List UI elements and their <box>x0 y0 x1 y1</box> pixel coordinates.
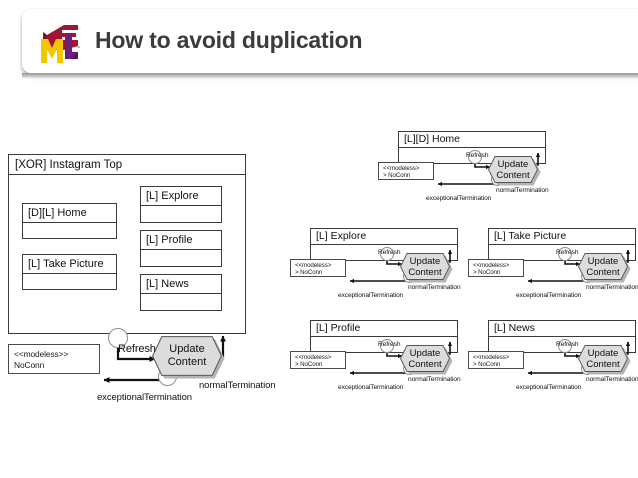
module-take-picture-title: [L] Take Picture <box>489 229 635 245</box>
module-home-port-refresh[interactable] <box>468 150 482 164</box>
xor-container-title: [XOR] Instagram Top <box>9 155 245 175</box>
hexagon-label: Update Content <box>488 156 538 183</box>
hexagon-label-line2: Content <box>167 356 207 368</box>
module-take-picture-label-normal: normalTermination <box>586 284 638 291</box>
module-news-label-refresh: Refresh <box>556 341 579 348</box>
module-home-title: [L][D] Home <box>399 132 545 148</box>
state-box-explore-title: [L] Explore <box>141 187 221 206</box>
module-news-label-normal: normalTermination <box>586 376 638 383</box>
module-profile-label-refresh: Refresh <box>378 341 401 348</box>
module-news-box[interactable]: [L] News <box>488 320 636 353</box>
module-profile-hexagon[interactable]: Update Content <box>400 345 453 375</box>
state-box-take-picture-title: [L] Take Picture <box>23 255 116 274</box>
module-explore-port-refresh[interactable] <box>380 247 394 261</box>
ml-logo-icon: ™ <box>34 19 82 67</box>
diagram-canvas: [XOR] Instagram Top [D][L] Home [L] Take… <box>0 78 638 478</box>
module-home-label-refresh: Refresh <box>466 152 489 159</box>
module-take-picture-label-exceptional: exceptionalTermination <box>516 292 582 299</box>
hexagon-label: Update Content <box>578 253 628 280</box>
hexagon-label: Update Content <box>578 345 628 372</box>
state-box-home-title: [D][L] Home <box>23 204 116 223</box>
hexagon-label-line1: Update <box>587 255 619 267</box>
hexagon-label-line1: Update <box>409 347 441 359</box>
module-profile-label-exceptional: exceptionalTermination <box>338 384 404 391</box>
module-explore-label-normal: normalTermination <box>408 284 461 291</box>
title-bar-underline <box>22 73 638 78</box>
module-profile-port-refresh[interactable] <box>380 339 394 353</box>
module-explore-hexagon[interactable]: Update Content <box>400 253 453 283</box>
state-box-profile-title: [L] Profile <box>141 231 221 250</box>
hexagon-label-line2: Content <box>496 169 530 181</box>
state-box-home[interactable]: [D][L] Home <box>22 203 117 239</box>
module-take-picture-port-refresh[interactable] <box>558 247 572 261</box>
module-take-picture-label-refresh: Refresh <box>556 249 579 256</box>
hexagon-label: Update Content <box>400 345 450 372</box>
module-explore-title: [L] Explore <box>311 229 457 245</box>
label-exceptional-termination-main: exceptionalTermination <box>97 392 192 403</box>
note-modeless-noconn-main: <<modeless>> NoConn <box>8 344 100 374</box>
module-news-hexagon[interactable]: Update Content <box>578 345 631 375</box>
state-box-take-picture[interactable]: [L] Take Picture <box>22 254 117 290</box>
state-box-news[interactable]: [L] News <box>140 274 222 311</box>
module-explore-note: <<modeless> > NoConn <box>290 259 346 277</box>
module-profile: [L] Profile <<modeless> > NoConn Update … <box>290 320 550 398</box>
hexagon-label-line1: Update <box>587 347 619 359</box>
module-explore-label-refresh: Refresh <box>378 249 401 256</box>
ml-logo-svg: ™ <box>41 25 80 63</box>
hexagon-label-line2: Content <box>586 358 620 370</box>
state-box-news-title: [L] News <box>141 275 221 294</box>
hexagon-label: Update Content <box>152 336 222 376</box>
module-explore-label-exceptional: exceptionalTermination <box>338 292 404 299</box>
module-news-port-refresh[interactable] <box>558 339 572 353</box>
hexagon-update-content-main[interactable]: Update Content <box>152 336 225 379</box>
module-take-picture: [L] Take Picture <<modeless> > NoConn Up… <box>468 228 638 306</box>
module-news: [L] News <<modeless> > NoConn Update Con… <box>468 320 638 398</box>
svg-text:™: ™ <box>76 45 80 50</box>
hexagon-label-line1: Update <box>497 158 529 170</box>
module-take-picture-note: <<modeless> > NoConn <box>468 259 524 277</box>
page-title: How to avoid duplication <box>95 27 363 53</box>
label-refresh-main: Refresh <box>118 343 156 355</box>
module-take-picture-hexagon[interactable]: Update Content <box>578 253 631 283</box>
hexagon-label-line2: Content <box>408 358 442 370</box>
module-news-title: [L] News <box>489 321 635 337</box>
hexagon-label-line2: Content <box>586 266 620 278</box>
main-diagram-wires <box>103 335 226 383</box>
module-home-label-exceptional: exceptionalTermination <box>426 195 492 202</box>
state-box-explore[interactable]: [L] Explore <box>140 186 222 223</box>
label-normal-termination-main: normalTermination <box>199 380 276 391</box>
module-explore: [L] Explore <<modeless> > NoConn Update … <box>290 228 550 306</box>
hexagon-label-line2: Content <box>408 266 442 278</box>
module-home-label-normal: normalTermination <box>496 187 549 194</box>
hexagon-label-line1: Update <box>169 343 205 355</box>
hexagon-label: Update Content <box>400 253 450 280</box>
port-refresh-main[interactable] <box>108 328 128 348</box>
module-profile-label-normal: normalTermination <box>408 376 461 383</box>
module-profile-note: <<modeless> > NoConn <box>290 351 346 369</box>
state-box-profile[interactable]: [L] Profile <box>140 230 222 267</box>
module-news-label-exceptional: exceptionalTermination <box>516 384 582 391</box>
module-home: [L][D] Home <<modeless> > NoConn Update … <box>378 131 638 209</box>
module-home-note: <<modeless> > NoConn <box>378 162 434 180</box>
module-home-hexagon[interactable]: Update Content <box>488 156 541 186</box>
hexagon-label-line1: Update <box>409 255 441 267</box>
title-bar <box>22 9 638 73</box>
module-profile-title: [L] Profile <box>311 321 457 337</box>
module-news-note: <<modeless> > NoConn <box>468 351 524 369</box>
